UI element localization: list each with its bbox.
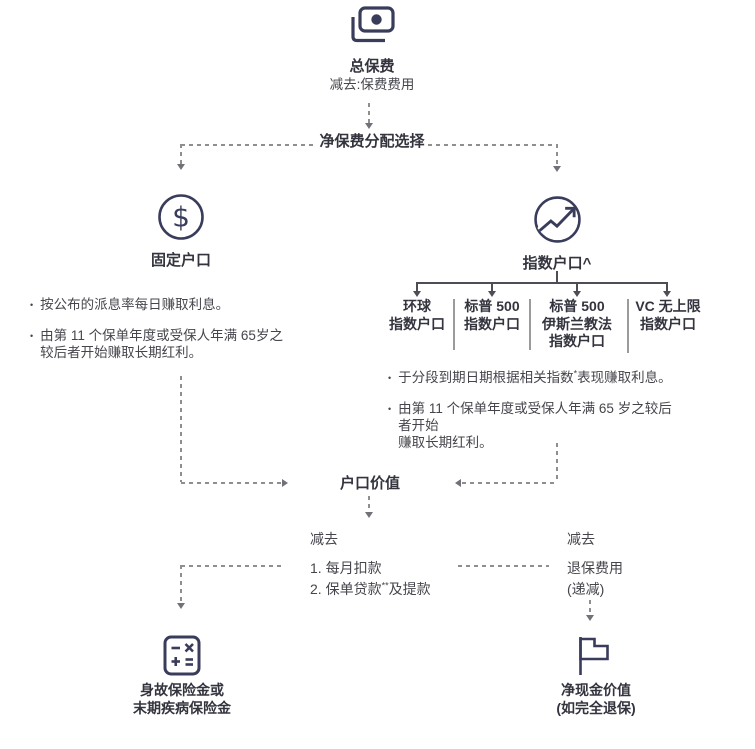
- index-account-bullet-2: • 由第 11 个保单年度或受保人年满 65 岁之较后者开始 赚取长期红利。: [388, 400, 678, 451]
- index-tree-stem: [556, 271, 558, 284]
- net-cash-line: 净现金价值: [561, 682, 631, 698]
- bullet-line: 按公布的派息率每日赚取利息。: [40, 297, 230, 312]
- benefit-line: 身故保险金或: [140, 682, 224, 698]
- index-account-title: 指数户口^: [522, 255, 592, 272]
- sub-account-line: 指数户口: [464, 315, 520, 332]
- dollar-circle-icon: $: [157, 193, 205, 241]
- connector-surrender-to-cash-v: [589, 600, 591, 615]
- index-tree-crossbar: [416, 282, 668, 284]
- deductions-left-items: 1. 每月扣款 2. 保单贷款**及提款: [310, 558, 431, 599]
- arrowhead-sub-3: [573, 291, 581, 297]
- arrowhead-fixed-to-value: [282, 479, 288, 487]
- deductions-right-label: 减去: [567, 531, 595, 547]
- index-tree-drop-3: [576, 283, 578, 292]
- fixed-account-title: 固定户口: [150, 252, 211, 269]
- sub-account-global-index: 环球 指数户口: [372, 298, 462, 333]
- net-premium-allocation-label: 净保费分配选择: [319, 133, 425, 150]
- sub-account-line: 环球: [403, 298, 431, 314]
- death-benefit-label: 身故保险金或 末期疾病保险金: [102, 682, 262, 717]
- bullet-line: 于分段到期日期根据相关指数*表现赚取利息。: [398, 368, 672, 385]
- bullet-icon: •: [30, 331, 34, 341]
- connector-index-to-value-v: [556, 443, 558, 482]
- sub-account-line: 指数户口: [389, 315, 445, 332]
- fixed-account-bullet-2: • 由第 11 个保单年度或受保人年满 65岁之 较后者开始赚取长期红利。: [30, 327, 360, 361]
- arrowhead-branch-right: [553, 166, 561, 172]
- index-account-bullets: • 于分段到期日期根据相关指数*表现赚取利息。 • 由第 11 个保单年度或受保…: [388, 369, 678, 451]
- connector-fixed-to-value-v: [180, 376, 182, 482]
- trend-up-circle-icon: [533, 195, 582, 244]
- sub-account-line: 指数户口: [549, 333, 605, 349]
- footnote-marker: *: [573, 368, 578, 379]
- index-account-bullet-1: • 于分段到期日期根据相关指数*表现赚取利息。: [388, 369, 678, 387]
- index-tree-drop-2: [491, 283, 493, 292]
- connector-top-down: [368, 103, 370, 123]
- svg-text:$: $: [172, 201, 190, 234]
- arrowhead-sub-2: [488, 291, 496, 297]
- calculator-icon: [163, 635, 201, 676]
- connector-fixed-to-value-h: [181, 482, 282, 484]
- bullet-line: 较后者开始赚取长期红利。: [40, 345, 203, 360]
- connector-deduction-to-benefit-h: [181, 565, 283, 567]
- connector-branch-right-h: [428, 144, 558, 146]
- sub-account-line: VC 无上限: [635, 298, 701, 314]
- arrowhead-index-to-value: [455, 479, 461, 487]
- connector-value-down: [368, 496, 370, 512]
- deduction-item-1: 1. 每月扣款: [310, 560, 382, 576]
- net-cash-line: (如完全退保): [556, 699, 636, 716]
- deductions-right-lines: 退保费用 (递减): [567, 558, 623, 599]
- sub-account-line: 标普 500: [464, 298, 520, 314]
- deduction-item-2: 2. 保单贷款**及提款: [310, 579, 431, 597]
- surrender-charge-line: (递减): [567, 580, 605, 597]
- arrowhead-benefit: [177, 603, 185, 609]
- sub-account-vc-uncapped-index: VC 无上限 指数户口: [623, 298, 713, 333]
- footnote-marker: **: [381, 579, 389, 590]
- sub-account-line: 标普 500: [549, 298, 605, 314]
- arrowhead-branch-left: [177, 164, 185, 170]
- bullet-line: 由第 11 个保单年度或受保人年满 65岁之: [40, 328, 283, 343]
- benefit-line: 末期疾病保险金: [133, 699, 231, 716]
- arrowhead-net-cash: [586, 615, 594, 621]
- arrowhead-top-down: [365, 123, 373, 129]
- fixed-account-bullets: • 按公布的派息率每日赚取利息。 • 由第 11 个保单年度或受保人年满 65岁…: [30, 296, 360, 361]
- surrender-charge-line: 退保费用: [567, 560, 623, 576]
- connector-index-to-value-h: [462, 482, 557, 484]
- connector-branch-right-v: [556, 144, 558, 166]
- less-premium-charge-label: 减去:保费费用: [329, 77, 415, 92]
- sub-account-divider-3: [627, 299, 629, 353]
- flag-icon: [577, 635, 613, 676]
- sub-account-line: 指数户口: [640, 315, 696, 332]
- bullet-line: 赚取长期红利。: [398, 435, 493, 450]
- index-tree-drop-1: [416, 283, 418, 292]
- sub-account-line: 伊斯兰教法: [542, 315, 612, 332]
- sub-account-divider-1: [453, 299, 455, 350]
- bullet-line: 由第 11 个保单年度或受保人年满 65 岁之较后者开始: [398, 401, 672, 433]
- bullet-icon: •: [388, 373, 392, 383]
- sub-account-divider-2: [529, 299, 531, 350]
- index-tree-drop-4: [666, 283, 668, 292]
- sub-account-sp500-shariah-index: 标普 500 伊斯兰教法 指数户口: [531, 298, 623, 351]
- fixed-account-bullet-1: • 按公布的派息率每日赚取利息。: [30, 296, 360, 314]
- banknote-icon: [348, 5, 396, 49]
- account-value-label: 户口价值: [339, 475, 400, 492]
- net-cash-value-label: 净现金价值 (如完全退保): [516, 682, 676, 717]
- sub-account-sp500-index: 标普 500 指数户口: [447, 298, 537, 333]
- connector-deductions-h: [458, 565, 549, 567]
- bullet-icon: •: [388, 404, 392, 414]
- connector-deduction-to-benefit-v: [180, 565, 182, 603]
- connector-branch-left-v: [180, 144, 182, 164]
- gross-premium-title: 总保费: [349, 58, 395, 75]
- arrowhead-value-down: [365, 512, 373, 518]
- arrowhead-sub-4: [663, 291, 671, 297]
- deductions-left-label: 减去: [310, 531, 338, 547]
- connector-branch-left-h: [181, 144, 317, 146]
- bullet-icon: •: [30, 300, 34, 310]
- arrowhead-sub-1: [413, 291, 421, 297]
